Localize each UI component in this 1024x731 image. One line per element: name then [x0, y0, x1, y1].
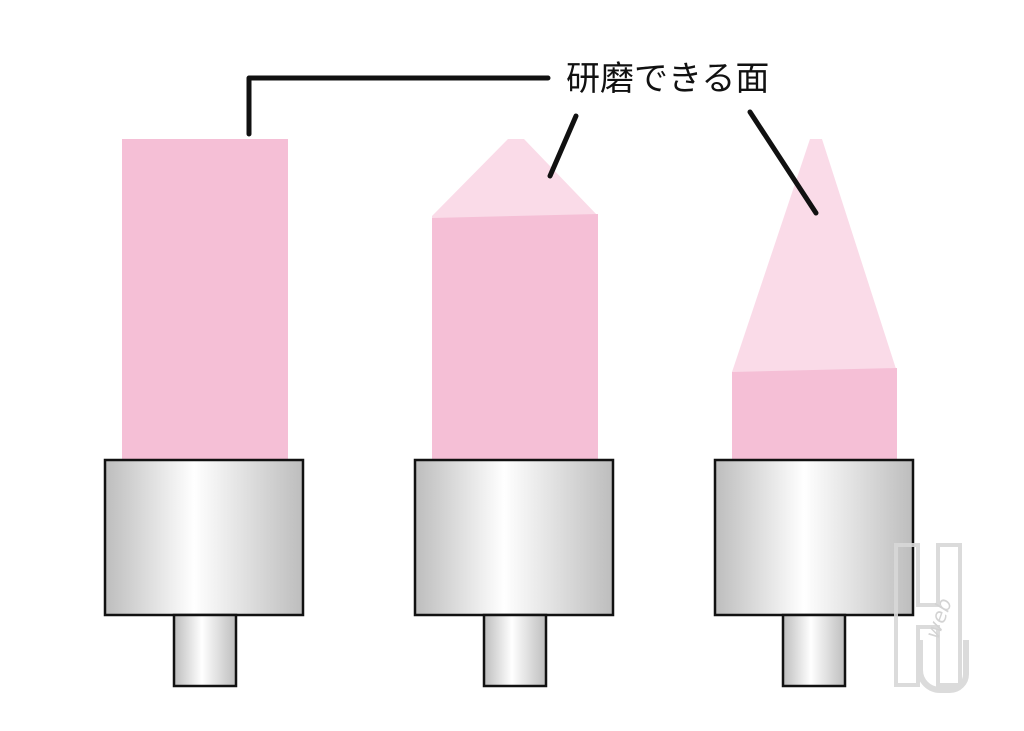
- stone-short-point-facet: [432, 139, 598, 218]
- stone-short-point-collar: [413, 458, 615, 617]
- leader-line-short-point: [547, 113, 579, 179]
- stone-flat-collar: [103, 458, 305, 617]
- stone-long-cone: [713, 139, 915, 688]
- stone-long-cone-body: [732, 368, 897, 461]
- stone-flat-shaft: [172, 613, 238, 688]
- stone-long-cone-facet: [732, 139, 897, 372]
- stone-flat-body: [122, 139, 288, 461]
- stone-short-point-shaft: [482, 613, 548, 688]
- hjweb-watermark-text: web: [920, 595, 957, 642]
- stone-short-point-body: [432, 214, 598, 461]
- stone-flat: [103, 139, 305, 688]
- grindable-surface-label: 研磨できる面: [566, 59, 769, 99]
- stone-long-cone-shaft: [781, 613, 847, 688]
- leader-lines: [246, 75, 819, 216]
- stone-short-point: [413, 139, 615, 688]
- leader-line-flat: [246, 75, 551, 137]
- stone-long-cone-collar: [713, 458, 915, 617]
- leader-line-long-cone: [747, 109, 819, 216]
